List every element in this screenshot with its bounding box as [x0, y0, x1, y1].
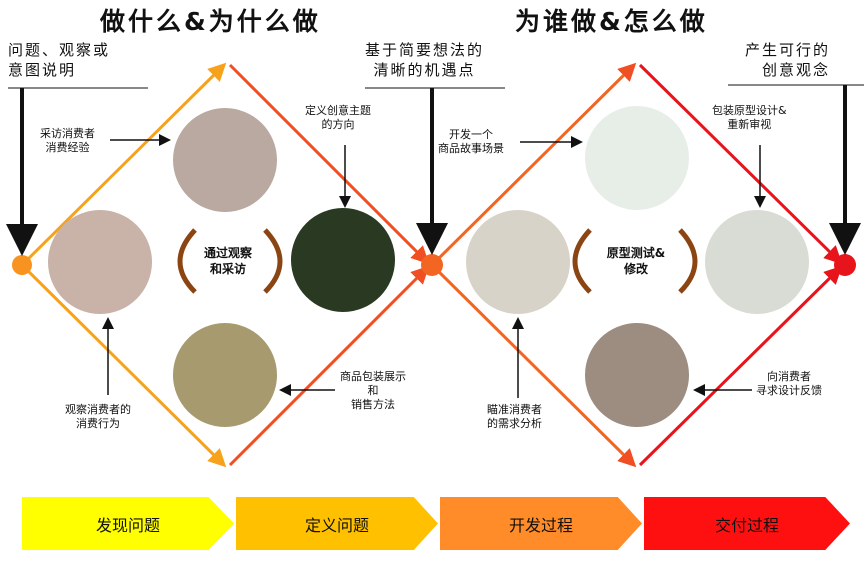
- diamond-right: [430, 62, 843, 468]
- phase-label: 定义问题: [304, 515, 369, 535]
- annotation-define-theme: 定义创意主题 的方向: [305, 104, 371, 131]
- phase-develop: 开发过程: [440, 497, 642, 550]
- photo-packaging: [291, 208, 395, 312]
- annotation-prototype-design: 包装原型设计& 重新审视: [712, 104, 787, 131]
- annotation-needs-analysis: 瞄准消费者 的需求分析: [487, 403, 542, 430]
- center-label-prototype-test: 原型测试& 修改: [606, 246, 666, 276]
- milestone-end: 产生可行的 创意观念: [745, 41, 831, 79]
- milestone-start: 问题、观察或 意图说明: [8, 41, 111, 79]
- phase-label: 开发过程: [508, 515, 573, 535]
- start-node: [12, 255, 32, 275]
- photo-store-aisle: [48, 210, 152, 314]
- photo-prototype-boxes: [705, 210, 809, 314]
- annotation-packaging-display: 商品包装展示 和 销售方法: [340, 370, 406, 411]
- phase-label: 交付过程: [714, 515, 779, 535]
- middle-node: [421, 254, 443, 276]
- header-what-why: 做什么&为什么做: [100, 7, 321, 36]
- photo-package-prototype: [585, 106, 689, 210]
- diamond-left: [20, 62, 430, 468]
- milestone-middle: 基于简要想法的 清晰的机遇点: [365, 41, 485, 79]
- photo-shopper: [173, 108, 277, 212]
- annotation-observe-behavior: 观察消费者的 消费行为: [65, 403, 131, 430]
- photo-shelves: [173, 323, 277, 427]
- photo-placeholders: [48, 106, 809, 427]
- phase-deliver: 交付过程: [644, 497, 850, 550]
- phase-label: 发现问题: [95, 515, 160, 535]
- annotation-feedback: 向消费者 寻求设计反馈: [756, 370, 822, 397]
- end-node: [834, 254, 856, 276]
- center-label-observe-interview: 通过观察 和采访: [203, 246, 252, 276]
- phase-define: 定义问题: [236, 497, 438, 550]
- photo-feedback-session: [585, 323, 689, 427]
- annotation-interview: 采访消费者 消费经验: [40, 127, 95, 154]
- phase-discover: 发现问题: [22, 497, 234, 550]
- photo-sketch: [466, 210, 570, 314]
- annotation-story-scene: 开发一个 商品故事场景: [438, 128, 504, 155]
- header-who-how: 为谁做&怎么做: [515, 7, 708, 36]
